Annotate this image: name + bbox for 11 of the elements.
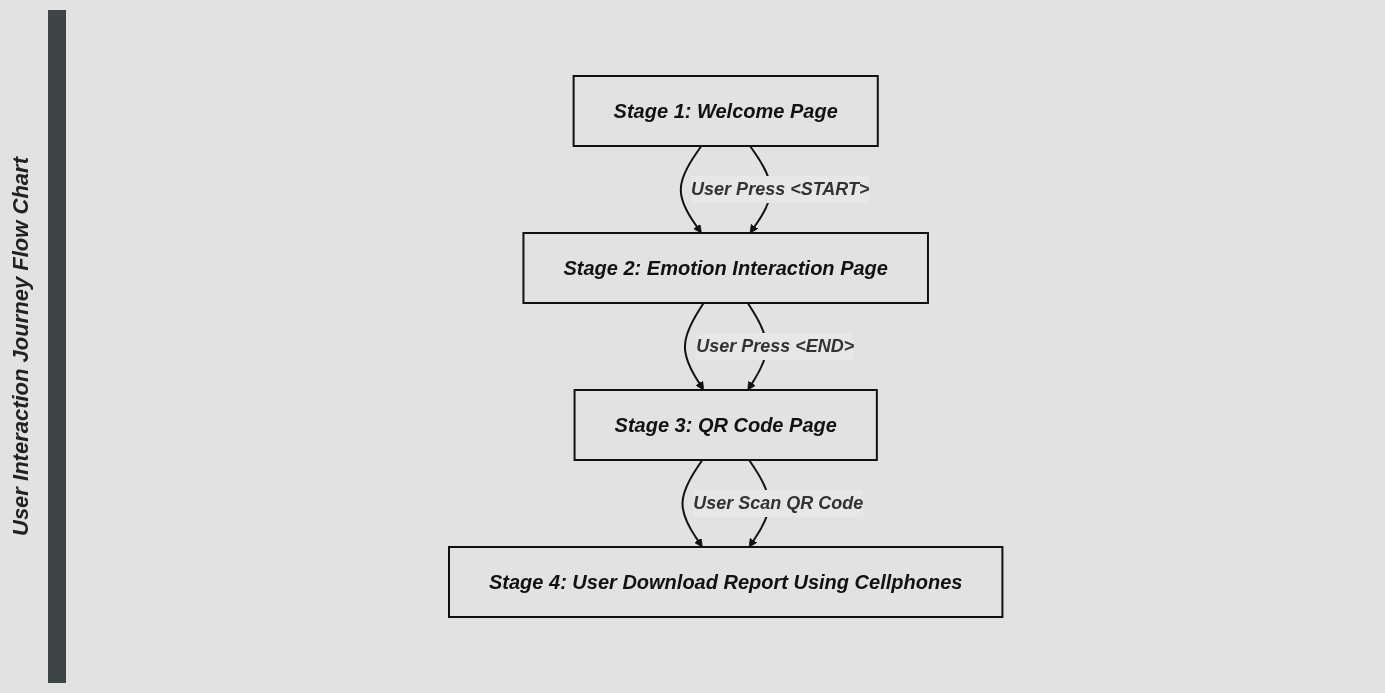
edge-label: User Press <START> <box>690 179 870 199</box>
arrow <box>679 145 703 234</box>
node-box: Stage 4: User Download Report Using Cellphones <box>447 546 1004 618</box>
node-box: Stage 1: Welcome Page <box>572 75 879 147</box>
node-box: Stage 3: QR Code Page <box>573 389 878 461</box>
arrow <box>683 302 705 391</box>
edge-label: User Scan QR Code <box>692 493 864 513</box>
diagram-title: User Interaction Journey Flow Chart <box>8 10 66 683</box>
arrow <box>681 459 704 548</box>
edge-label: User Press <END> <box>695 336 855 356</box>
node-box: Stage 2: Emotion Interaction Page <box>522 232 929 304</box>
